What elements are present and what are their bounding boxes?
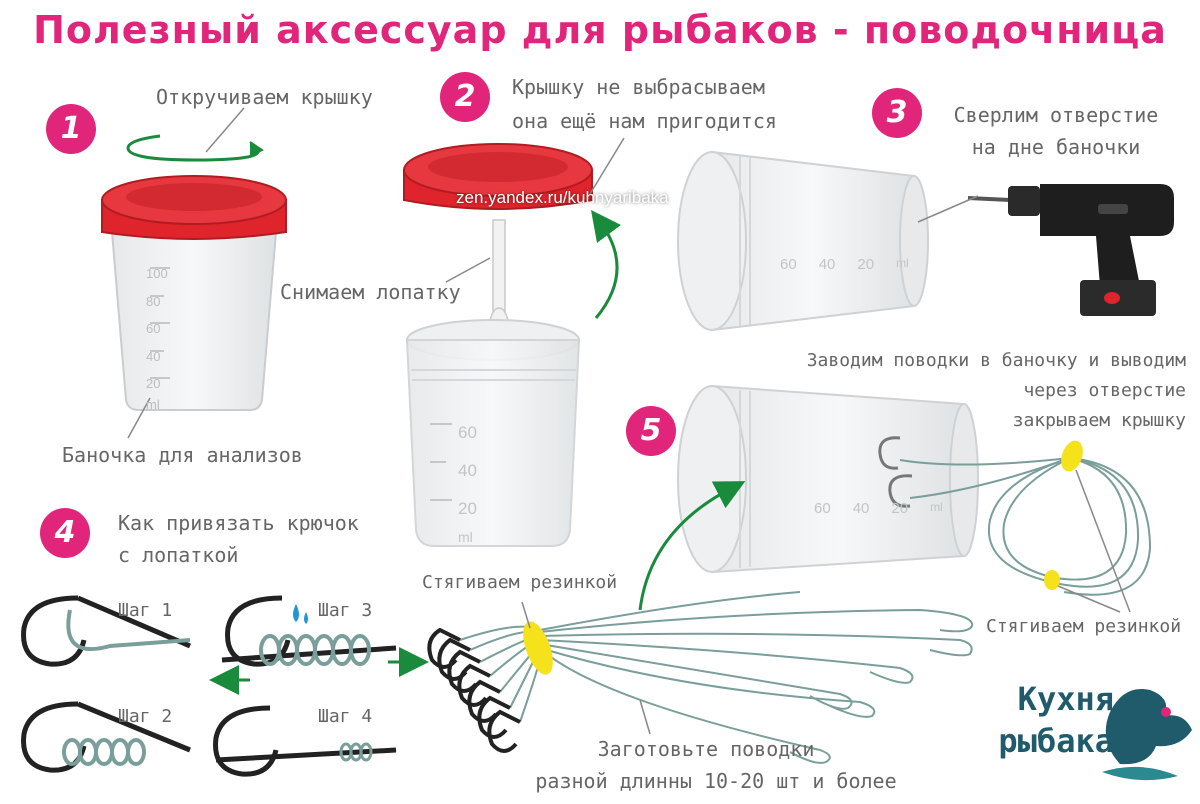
knot-step-3-label: Шаг 3 [318,600,373,621]
scale-mark: 80 [146,293,161,309]
scale-mark: 60 [458,423,477,442]
scale-mark: 20 [458,499,477,518]
pointer-line-spatula [445,257,491,283]
step-2-caption-line-2: она ещё нам пригодится [512,109,777,133]
jar-3-scale: 60 40 20 ml [780,256,909,273]
scale-mark: 40 [458,461,477,480]
step-2-caption-line-1: Крышку не выбрасываем [512,75,765,99]
leaders-bundle [427,591,974,764]
jar-label: Баночка для анализов [62,443,303,467]
brand-logo-text: Кухня рыбака [964,678,1114,762]
jar-1-scale: 100 80 60 40 20 ml [146,260,168,412]
step-1-badge: 1 [46,104,96,154]
rotate-arrow-head [249,141,264,157]
arrow-to-jar-5 [638,481,746,611]
scale-mark: 40 [852,500,870,517]
scale-mark: ml [146,396,160,412]
leaders-label-line-2: разной длинны 10-20 шт и более [535,769,897,793]
fish-logo-icon [1102,688,1192,781]
leader-loops-5 [987,440,1152,596]
scale-mark: 60 [780,256,797,273]
pointer-line-1 [205,107,245,153]
watermark: zen.yandex.ru/kuhnyaribaka [456,188,669,207]
pointer-line-band-b [1057,585,1121,613]
pointer-line-jar [127,397,151,439]
knot-step-4-label: Шаг 4 [318,706,373,727]
knot-step-1 [21,595,191,667]
step-5-badge: 5 [626,406,676,456]
scale-mark: ml [930,500,943,514]
brand-line-2: рыбака [998,722,1114,760]
brand-line-1: Кухня [1017,680,1114,718]
scale-mark: ml [458,529,473,545]
scale-mark: 20 [891,500,909,517]
knot-step-4 [213,705,397,777]
pointer-line-2 [589,137,625,195]
step-4-badge: 4 [40,508,90,558]
step-2-badge: 2 [440,72,490,122]
up-arrow-2 [591,209,621,319]
scale-mark: 100 [146,266,168,281]
scale-mark: 40 [818,256,836,273]
rotate-arrow [126,134,260,162]
step-5-caption-line-1: Заводим поводки в баночку и выводим [806,350,1186,371]
knot-step-3 [221,595,397,667]
scale-mark: 20 [146,376,161,392]
knot-step-2 [21,701,191,773]
step-3-caption-line-2: на дне баночки [971,135,1141,159]
scale-mark: 60 [814,500,831,517]
spatula-label: Снимаем лопатку [280,280,461,304]
step-4-caption-line-2: с лопаткой [118,543,239,567]
scale-mark: ml [896,256,909,270]
page-title: Полезный аксессуар для рыбаков - поводоч… [33,8,1167,52]
step-4-caption-line-1: Как привязать крючок [118,511,359,535]
scale-mark: 60 [146,321,161,337]
pointer-line-rubber [521,601,531,629]
step-3-caption-line-1: Сверлим отверстие [953,103,1159,127]
knot-step-2-label: Шаг 2 [118,706,173,727]
pointer-line-3 [917,195,979,223]
step-3-badge: 3 [872,88,922,138]
jar-5-scale: 60 40 20 ml [814,500,943,517]
jar-2-scale: 60 40 20 ml [458,414,477,546]
knot-step-1-label: Шаг 1 [118,600,173,621]
specimen-jar-1 [101,175,287,411]
cordless-drill-icon [967,184,1174,316]
step-5-caption-line-2: через отверстие [1023,380,1186,401]
specimen-jar-2 [405,319,581,547]
jar-on-side-3 [677,150,929,332]
step-1-caption: Откручиваем крышку [156,85,373,109]
step-5-caption-line-3: закрываем крышку [1012,410,1186,431]
pointer-line-leaders [639,699,651,735]
rubber-band-label-right: Стягиваем резинкой [986,616,1182,637]
leaders-label-line-1: Заготовьте поводки [597,737,815,761]
scale-mark: 40 [146,348,161,364]
rubber-band-label-left: Стягиваем резинкой [422,572,618,593]
pointer-line-band-a [1075,469,1131,613]
jar-on-side-5 [677,384,1071,574]
scale-mark: 20 [857,256,875,273]
